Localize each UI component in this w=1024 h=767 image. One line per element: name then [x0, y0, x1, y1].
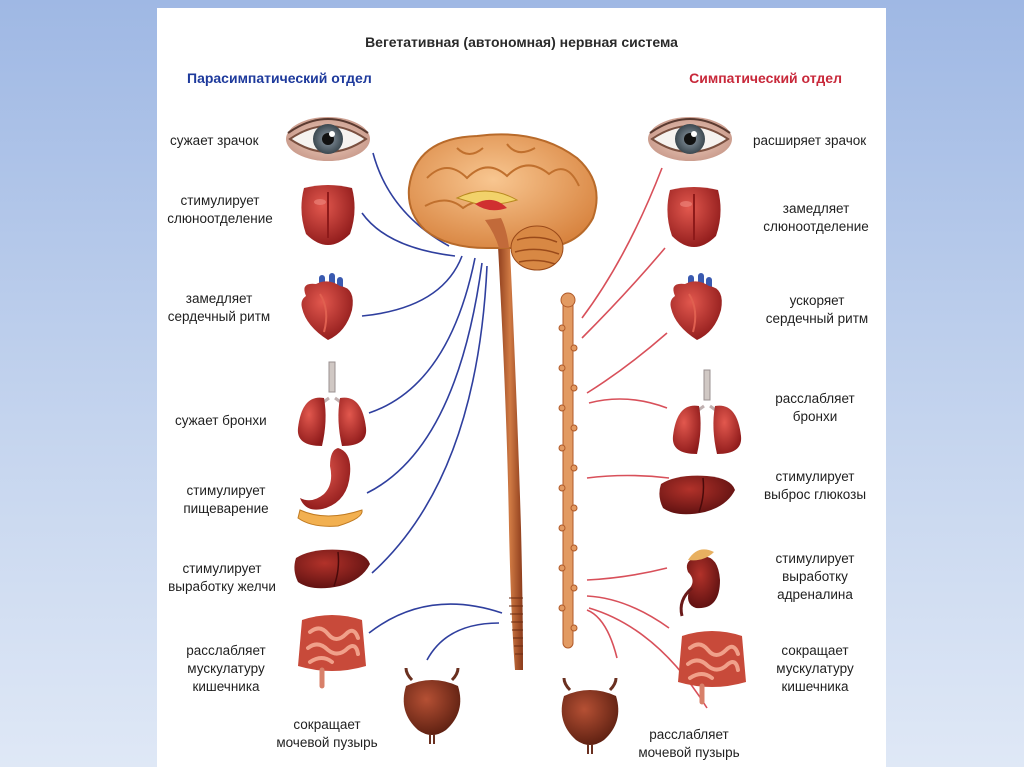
para-label-digestion: стимулирует пищеварение [183, 483, 269, 516]
eye-icon [285, 116, 371, 162]
para-label-bronchi: сужает бронхи [175, 413, 267, 428]
bladder-icon [402, 666, 462, 746]
nerve-heart [361, 255, 463, 317]
para-label-heart: замедляет сердечный ритм [167, 291, 271, 324]
diagram-title: Вегетативная (автономная) нервная систем… [365, 34, 678, 50]
nerve-bladder [588, 607, 708, 709]
nerve-tongue [361, 212, 456, 257]
symp-label-glucose: стимулирует выброс глюкозы [763, 469, 867, 502]
sympathetic-trunk [558, 292, 578, 649]
bladder-icon [560, 676, 620, 756]
para-label-intestine: расслабляет мускулатуру кишечника [186, 643, 266, 694]
para-label-bile: стимулирует выработку желчи [168, 561, 276, 594]
para-label-pupil: сужает зрачок [170, 133, 259, 148]
symp-label-pupil: расширяет зрачок [753, 133, 867, 148]
stomach-icon [297, 447, 363, 527]
liver-icon [293, 548, 371, 589]
symp-label-bladder: расслабляет мочевой пузырь [638, 727, 740, 760]
heart-icon [671, 276, 722, 340]
nerve-stomach [366, 262, 483, 494]
parasympathetic-nerves [361, 152, 503, 661]
parasympathetic-heading: Парасимпатический отдел [187, 70, 372, 86]
sympathetic-heading: Симпатический отдел [689, 70, 842, 86]
sympathetic-nerves [581, 167, 708, 709]
heart-icon [302, 276, 353, 340]
para-label-bladder: сокращает мочевой пузырь [276, 717, 378, 750]
symp-label-intestine: сокращает мускулатуру кишечника [776, 643, 854, 694]
nervous-system-diagram [285, 116, 886, 756]
nerve-kidney [586, 567, 668, 581]
symp-label-adrenaline: стимулирует выработку адреналина [775, 551, 855, 602]
nerve-intestine [368, 603, 503, 634]
symp-label-saliva: замедляет слюноотделение [763, 201, 869, 234]
lungs-icon [296, 360, 368, 448]
nerve-liver [586, 474, 670, 479]
spinal-cord-main [497, 228, 523, 670]
tongue-icon [300, 184, 356, 246]
nerve-bladder [426, 622, 500, 661]
tongue-icon [666, 186, 722, 248]
nerve-lungs [368, 257, 476, 414]
nerve-tongue [581, 247, 666, 339]
nerve-eye [581, 167, 663, 319]
eye-icon [647, 116, 733, 162]
para-label-saliva: стимулирует слюноотделение [167, 193, 273, 226]
intestine-icon [298, 615, 366, 686]
diagram-sheet: Вегетативная (автономная) нервная систем… [157, 8, 886, 767]
symp-label-heart: ускоряет сердечный ритм [765, 293, 869, 326]
liver-icon [658, 474, 736, 515]
brain-icon [407, 133, 598, 271]
nerve-lungs [588, 398, 668, 409]
intestine-icon [678, 631, 746, 702]
nerve-liver [371, 265, 488, 574]
nerve-heart [586, 332, 668, 394]
lungs-icon [671, 368, 743, 456]
kidney-adrenal-icon [679, 547, 722, 618]
symp-label-bronchi: расслабляет бронхи [775, 391, 855, 424]
nerve-intestine [586, 595, 670, 629]
spinal-cord-segments [509, 597, 523, 655]
nerve-extra [586, 609, 618, 659]
